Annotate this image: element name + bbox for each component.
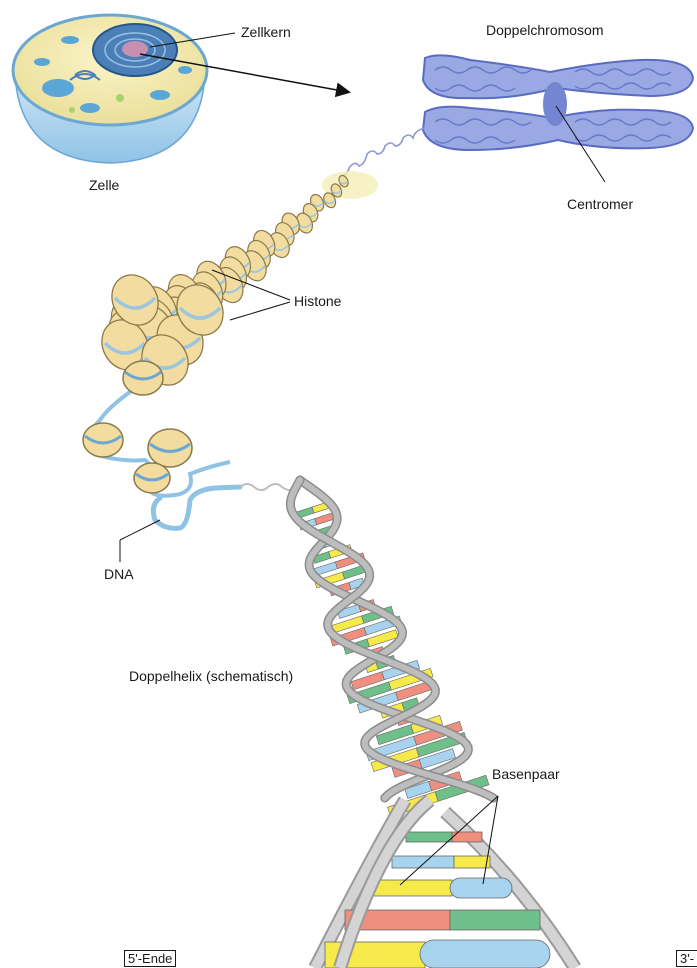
- label-five-end: 5'-Ende: [124, 950, 176, 967]
- label-zellkern: Zellkern: [241, 24, 291, 40]
- double-chromosome: [423, 55, 693, 150]
- cell-illustration: [13, 15, 207, 163]
- label-zelle: Zelle: [89, 177, 119, 193]
- label-dna: DNA: [104, 566, 134, 582]
- label-basenpaar: Basenpaar: [492, 766, 560, 782]
- label-centromer: Centromer: [567, 196, 633, 212]
- label-histone: Histone: [294, 293, 341, 309]
- histone-fiber: [93, 171, 378, 394]
- label-doppelchromosom: Doppelchromosom: [486, 22, 604, 38]
- nucleosome-beads: [83, 360, 230, 496]
- label-doppelhelix: Doppelhelix (schematisch): [129, 668, 293, 684]
- double-helix-bottom: [315, 800, 575, 968]
- label-three-end: 3'-: [676, 950, 697, 967]
